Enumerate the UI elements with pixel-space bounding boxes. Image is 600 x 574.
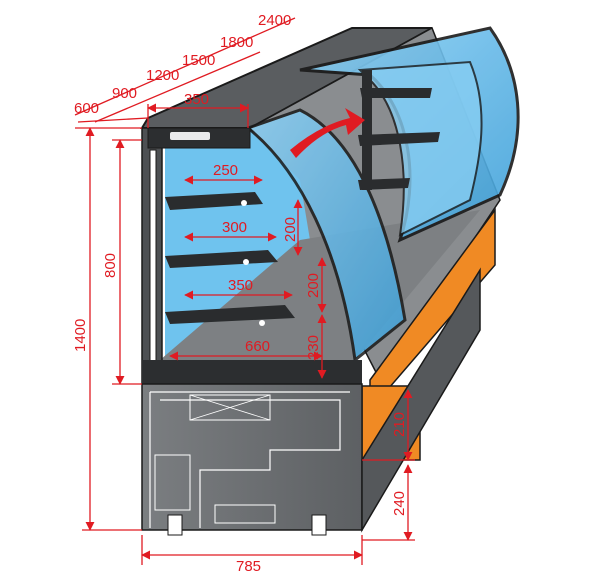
dim-line-2400 bbox=[74, 17, 296, 116]
cabinet-side bbox=[361, 267, 481, 533]
label-gap-lower-230: 230 bbox=[305, 335, 322, 360]
shelf-1 bbox=[165, 192, 263, 210]
open-direction-arrow bbox=[290, 108, 365, 158]
label-1800: 1800 bbox=[220, 34, 253, 51]
label-gap-upper-200: 200 bbox=[282, 217, 299, 242]
rear-post bbox=[362, 70, 372, 190]
dim-line-1800 bbox=[94, 51, 261, 123]
label-600: 600 bbox=[74, 100, 99, 117]
label-gap-middle-200: 200 bbox=[305, 273, 322, 298]
rear-shelf-2 bbox=[358, 132, 440, 146]
label-900: 900 bbox=[112, 85, 137, 102]
label-front-210: 210 bbox=[391, 412, 408, 437]
label-base-660: 660 bbox=[245, 338, 270, 355]
label-plinth-240: 240 bbox=[391, 491, 408, 516]
rear-shelf-1 bbox=[360, 88, 432, 98]
cabinet-outline bbox=[149, 391, 350, 528]
label-depth-top-350: 350 bbox=[184, 91, 209, 108]
shelf-3-knob bbox=[259, 320, 265, 326]
dim-line-600-tick bbox=[77, 117, 149, 123]
vent-grille bbox=[154, 454, 191, 511]
front-glass bbox=[244, 108, 407, 363]
shelf-1-knob bbox=[241, 200, 247, 206]
cabinet-handle bbox=[214, 504, 276, 524]
label-shelf-350: 350 bbox=[228, 277, 253, 294]
cabinet-box bbox=[189, 394, 271, 421]
shelf-3 bbox=[165, 305, 295, 324]
base-rim bbox=[142, 360, 362, 384]
lower-cabinet bbox=[141, 383, 363, 531]
label-2400: 2400 bbox=[258, 12, 291, 29]
label-height-800: 800 bbox=[102, 253, 119, 278]
top-cap-light bbox=[170, 132, 210, 140]
left-post-edge bbox=[149, 149, 157, 377]
label-width-785: 785 bbox=[236, 558, 261, 574]
shelf-2-knob bbox=[243, 259, 249, 265]
foot-right bbox=[311, 514, 327, 536]
label-height-1400: 1400 bbox=[72, 319, 89, 352]
label-1500: 1500 bbox=[182, 52, 215, 69]
shelf-2 bbox=[165, 250, 278, 268]
label-shelf-250: 250 bbox=[213, 162, 238, 179]
lid-glass-inner bbox=[357, 60, 483, 237]
label-1200: 1200 bbox=[146, 67, 179, 84]
label-shelf-300: 300 bbox=[222, 219, 247, 236]
foot-left bbox=[167, 514, 183, 536]
cabinet-box-x bbox=[189, 394, 271, 421]
